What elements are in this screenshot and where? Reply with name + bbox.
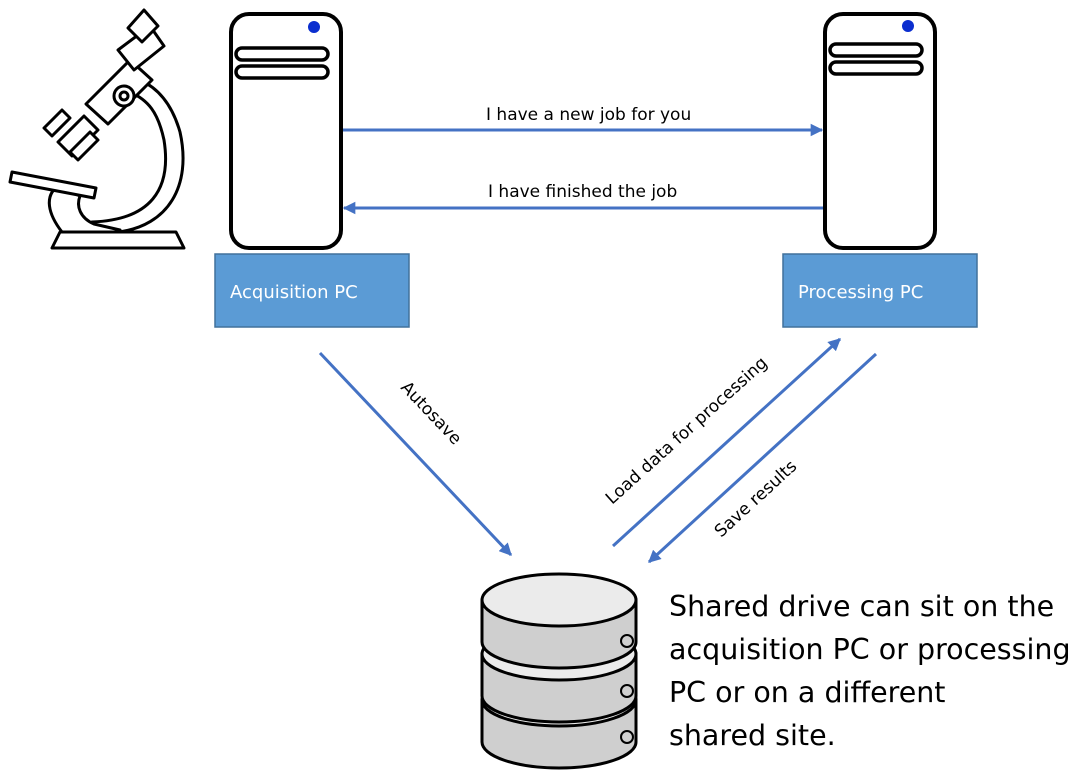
arrow-autosave [318, 351, 513, 557]
arrow-load-data [611, 337, 842, 548]
database-icon [480, 572, 638, 770]
label-save-results: Save results [711, 457, 801, 542]
microscope-icon [8, 8, 186, 250]
power-light-icon [308, 21, 320, 33]
note-line: Shared drive can sit on the [669, 590, 1054, 623]
label-load-data: Load data for processing [602, 353, 772, 509]
label-autosave: Autosave [396, 378, 465, 449]
label-new-job: I have a new job for you [486, 105, 691, 125]
acquisition-tower-icon [229, 12, 343, 250]
power-light-icon [902, 20, 914, 32]
note-line: shared site. [669, 719, 836, 752]
shared-drive-note: Shared drive can sit on the acquisition … [669, 590, 1071, 752]
processing-pc-node: Processing PC [782, 253, 978, 328]
acquisition-pc-node: Acquisition PC [214, 253, 410, 328]
note-line: acquisition PC or processing [669, 633, 1071, 666]
arrow-save-results [647, 352, 878, 564]
note-line: PC or on a different [669, 676, 945, 709]
acquisition-pc-label: Acquisition PC [230, 282, 358, 303]
label-finished-job: I have finished the job [488, 182, 677, 202]
processing-pc-label: Processing PC [798, 282, 923, 303]
processing-tower-icon [823, 12, 937, 250]
